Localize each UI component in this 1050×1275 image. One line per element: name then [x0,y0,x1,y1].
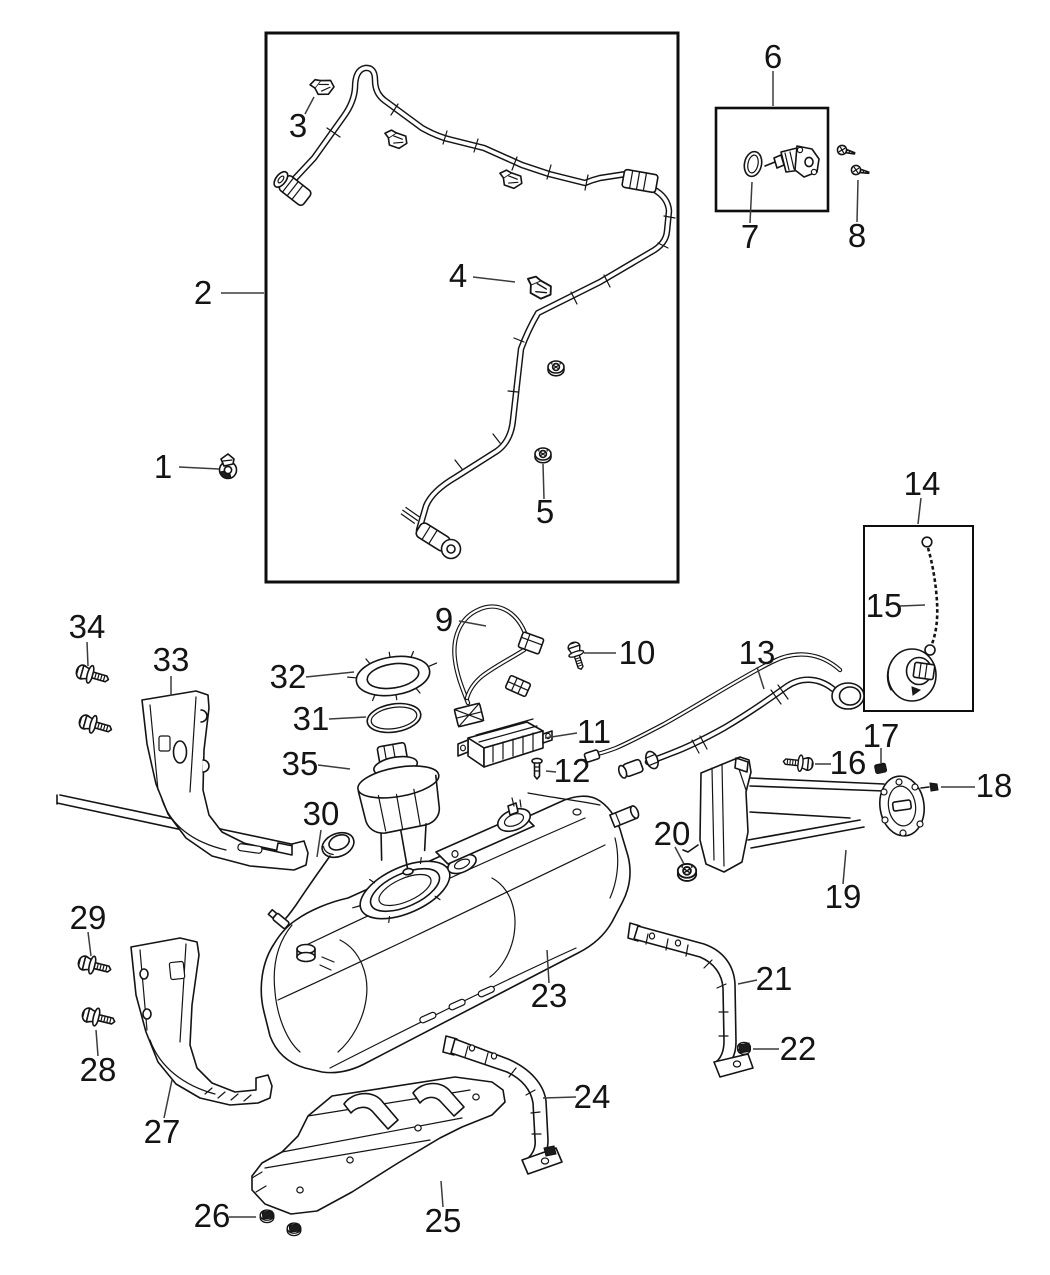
callout-20: 20 [654,815,691,852]
callout-29: 29 [70,899,107,936]
callout-4: 4 [449,257,467,294]
callout-7: 7 [741,218,759,255]
callout-22: 22 [780,1030,817,1067]
part-2-fuel-vent-lines [273,64,676,560]
part-27-bracket [130,937,273,1106]
callout-12: 12 [554,752,591,789]
part-14-fuel-cap [886,648,937,702]
part-15-lanyard [921,536,939,663]
part-16-bolt [781,752,815,774]
callout-11: 11 [577,713,611,750]
part-8-screws [835,143,871,179]
callout-10: 10 [619,634,656,671]
part-23-fuel-tank [260,792,640,1074]
part-28-bolt [79,1004,118,1032]
part-31-o-ring [366,702,422,734]
callout-16: 16 [830,744,867,781]
part-24-strap [442,1035,563,1175]
part-26-nuts [259,1209,302,1237]
callout-17: 17 [863,717,900,754]
part-6-sensor [764,145,820,178]
part-11-module [457,718,553,768]
part-29-bolt [75,952,114,980]
callout-8: 8 [848,217,866,254]
callout-25: 25 [425,1202,462,1239]
callout-5: 5 [536,493,554,530]
part-25-skid-plate [251,1076,506,1215]
part-21-strap [627,922,754,1078]
part-17-nut [874,762,888,775]
part-7-o-ring [743,150,763,178]
callout-24: 24 [574,1078,611,1115]
callout-2: 2 [194,274,212,311]
part-13-filler-tube [583,652,865,779]
callout-3: 3 [289,107,307,144]
callout-9: 9 [435,601,453,638]
part-22-nut [736,1041,752,1055]
part-18-screw [920,782,939,792]
part-35-pump-module [357,741,441,876]
callout-1: 1 [154,448,172,485]
part-4-clip [522,273,556,303]
callout-34: 34 [69,608,106,645]
inset-box-14 [863,525,974,712]
part-33-bracket [56,690,309,871]
part-1-grommet [218,453,238,480]
callout-31: 31 [293,700,330,737]
callout-23: 23 [531,977,568,1014]
callout-14: 14 [904,465,941,502]
callout-19: 19 [825,878,862,915]
callout-30: 30 [303,795,340,832]
part-12-screw [531,757,543,780]
part-30-cap-tether [267,831,355,930]
callout-32: 32 [270,658,307,695]
leader-lines [86,71,975,1218]
callouts: 1 2 3 4 5 6 7 8 9 10 11 12 13 14 15 16 1… [69,38,1013,1239]
callout-18: 18 [976,767,1013,804]
callout-28: 28 [80,1051,117,1088]
callout-15: 15 [866,587,903,624]
part-34-bolts [73,661,115,740]
inset-box-2 [264,31,680,584]
callout-6: 6 [764,38,782,75]
callout-27: 27 [144,1113,181,1150]
callout-33: 33 [153,641,190,678]
callout-35: 35 [282,745,319,782]
inset-box-6 [714,106,830,213]
callout-13: 13 [739,634,776,671]
part-10-bolt [564,639,590,673]
callout-21: 21 [756,960,793,997]
callout-26: 26 [194,1197,231,1234]
part-3-clip [308,75,337,99]
part-5-nuts [534,360,565,464]
part-20-nut [676,863,698,882]
part-19-bracket [682,756,925,873]
part-9-harness [452,604,545,728]
part-32-lock-ring [347,650,438,702]
